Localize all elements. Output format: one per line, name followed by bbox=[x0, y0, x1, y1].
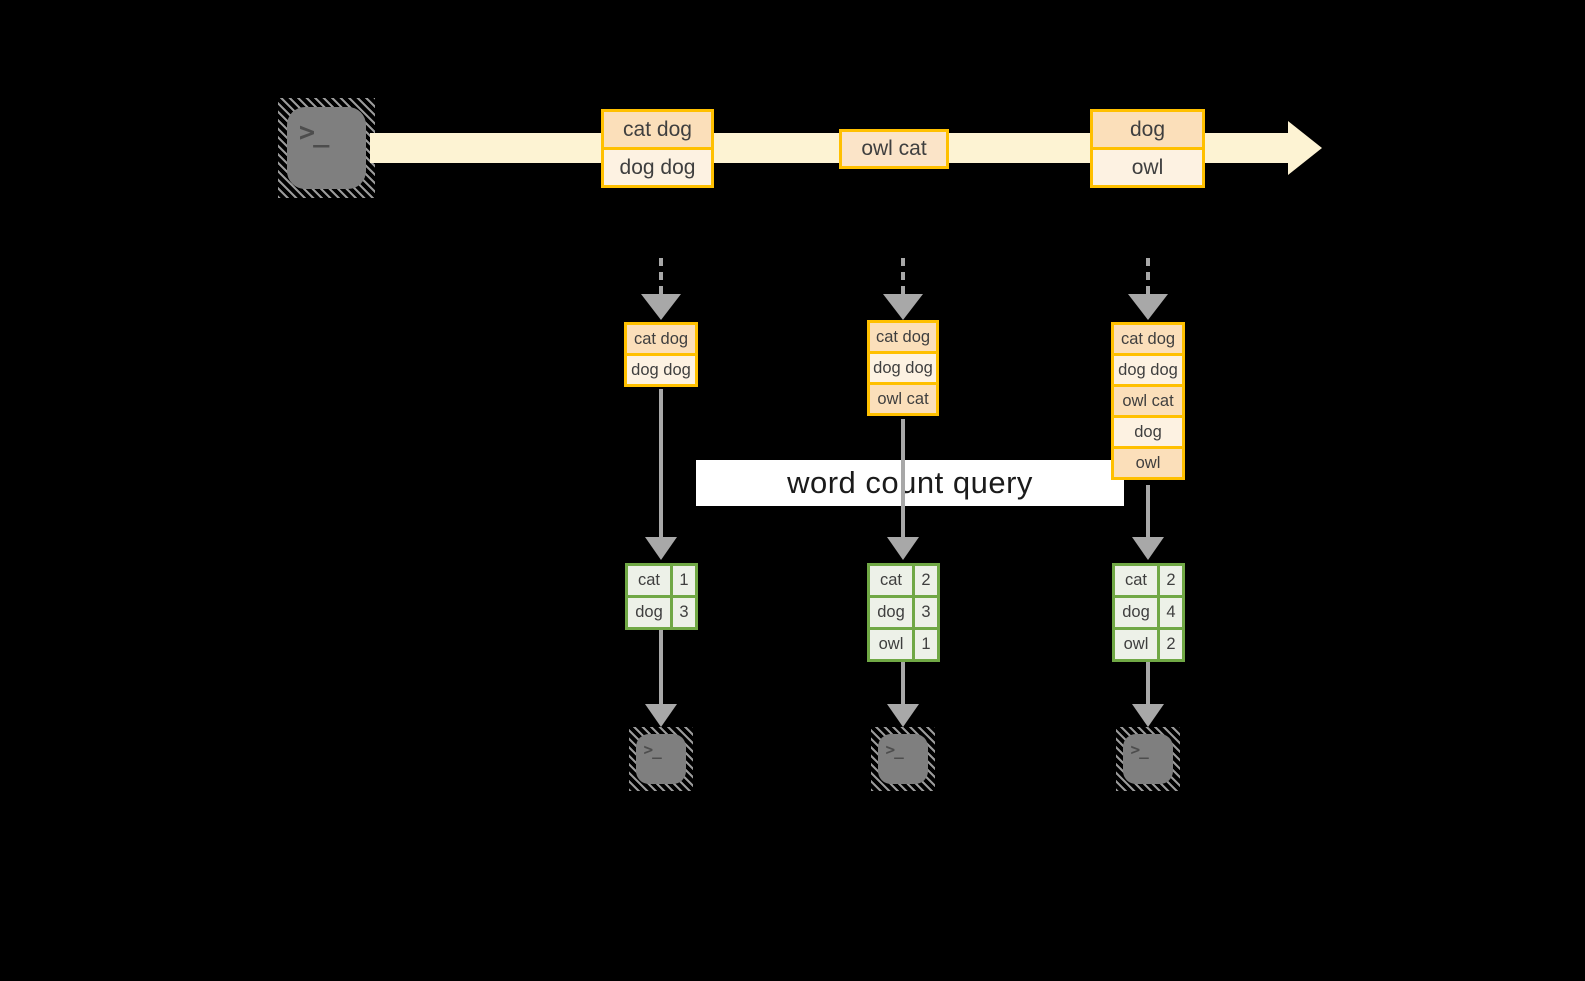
query-arrow-line-3 bbox=[1146, 485, 1150, 537]
ingest-arrow-dashed-1 bbox=[659, 258, 663, 294]
count-value-cell: 3 bbox=[673, 598, 695, 627]
ingest-arrow-dashed-2 bbox=[901, 258, 905, 294]
result-arrowhead-icon-1 bbox=[645, 704, 677, 727]
count-value-cell: 3 bbox=[915, 598, 937, 627]
terminal-prompt-icon: >_ bbox=[885, 740, 904, 759]
count-word-cell: dog bbox=[628, 598, 673, 627]
output-terminal-icon-3: >_ bbox=[1116, 727, 1180, 791]
ingest-arrow-dashed-3 bbox=[1146, 258, 1150, 294]
result-arrow-line-1 bbox=[659, 630, 663, 704]
ingest-arrowhead-icon-2 bbox=[883, 294, 923, 320]
result-arrow-line-2 bbox=[901, 662, 905, 704]
ingest-arrowhead-icon-3 bbox=[1128, 294, 1168, 320]
stream-record: cat dog bbox=[604, 112, 711, 147]
query-arrowhead-icon-1 bbox=[645, 537, 677, 560]
result-arrowhead-icon-3 bbox=[1132, 704, 1164, 727]
count-word-cell: cat bbox=[628, 566, 673, 595]
stream-record: owl cat bbox=[842, 132, 946, 166]
result-arrowhead-icon-2 bbox=[887, 704, 919, 727]
terminal-screen: >_ bbox=[1123, 734, 1173, 784]
stream-record: dog bbox=[1093, 112, 1202, 147]
count-word-cell: cat bbox=[870, 566, 915, 595]
count-value-cell: 2 bbox=[1160, 630, 1182, 659]
stream-record: dog dog bbox=[604, 147, 711, 185]
state-row: cat dog bbox=[1114, 325, 1182, 353]
stream-record-box-2: owl cat bbox=[839, 129, 949, 169]
stream-record: owl bbox=[1093, 147, 1202, 185]
terminal-prompt-icon: >_ bbox=[643, 740, 662, 759]
result-arrow-line-3 bbox=[1146, 662, 1150, 704]
count-word-cell: owl bbox=[1115, 630, 1160, 659]
source-terminal-icon: >_ bbox=[278, 98, 375, 198]
output-terminal-icon-1: >_ bbox=[629, 727, 693, 791]
count-value-cell: 1 bbox=[915, 630, 937, 659]
count-word-cell: cat bbox=[1115, 566, 1160, 595]
stream-arrowhead-icon bbox=[1288, 121, 1322, 175]
state-row: dog dog bbox=[627, 353, 695, 384]
ingest-arrowhead-icon-1 bbox=[641, 294, 681, 320]
state-row: owl cat bbox=[870, 382, 936, 413]
count-word-cell: dog bbox=[870, 598, 915, 627]
state-row: owl cat bbox=[1114, 384, 1182, 415]
count-word-cell: dog bbox=[1115, 598, 1160, 627]
state-row: dog dog bbox=[870, 351, 936, 382]
terminal-screen: >_ bbox=[636, 734, 686, 784]
state-row: dog dog bbox=[1114, 353, 1182, 384]
query-arrow-line-2 bbox=[901, 419, 905, 537]
terminal-screen: >_ bbox=[878, 734, 928, 784]
query-label-band: word count query bbox=[696, 460, 1124, 506]
count-value-cell: 2 bbox=[1160, 566, 1182, 595]
state-row: cat dog bbox=[870, 323, 936, 351]
count-value-cell: 4 bbox=[1160, 598, 1182, 627]
state-row: cat dog bbox=[627, 325, 695, 353]
query-arrowhead-icon-2 bbox=[887, 537, 919, 560]
count-value-cell: 1 bbox=[673, 566, 695, 595]
query-arrowhead-icon-3 bbox=[1132, 537, 1164, 560]
count-value-cell: 2 bbox=[915, 566, 937, 595]
count-word-cell: owl bbox=[870, 630, 915, 659]
terminal-prompt-icon: >_ bbox=[298, 116, 329, 148]
state-row: dog bbox=[1114, 415, 1182, 446]
terminal-screen: >_ bbox=[287, 107, 366, 189]
terminal-prompt-icon: >_ bbox=[1130, 740, 1149, 759]
query-arrow-line-1 bbox=[659, 389, 663, 537]
query-label: word count query bbox=[787, 465, 1033, 500]
output-terminal-icon-2: >_ bbox=[871, 727, 935, 791]
state-row: owl bbox=[1114, 446, 1182, 477]
